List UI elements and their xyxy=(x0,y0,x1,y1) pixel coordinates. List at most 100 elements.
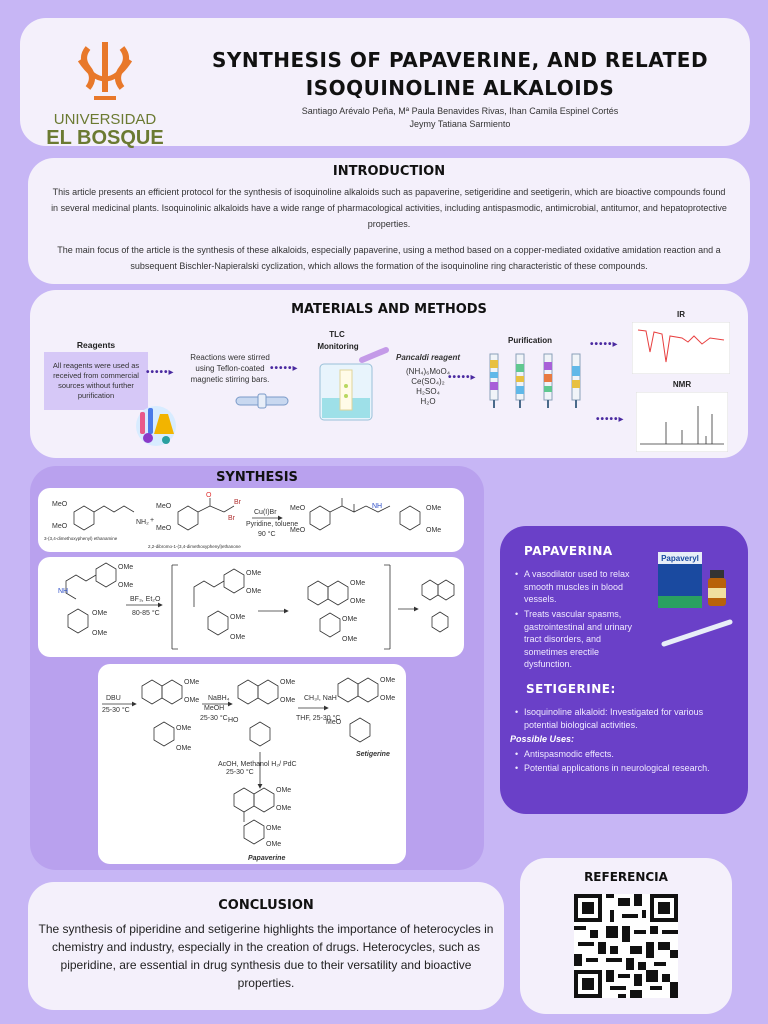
papaverina-bullet-1: A vasodilator used to relax smooth muscl… xyxy=(515,568,642,606)
product-box-label: Papaveryl xyxy=(661,554,699,563)
ome-label: OMe xyxy=(184,697,199,704)
br-label: Br xyxy=(234,499,242,506)
pancaldi-item-1: (NH₄)₆MoO₄ xyxy=(406,367,450,376)
introduction-title: INTRODUCTION xyxy=(332,164,446,179)
meo-label: MeO xyxy=(52,523,68,530)
ome-label: OMe xyxy=(266,825,281,832)
poster-title-line2: ISOQUINOLINE ALKALOIDS xyxy=(305,76,615,100)
scheme3-dbu: DBU xyxy=(106,695,121,702)
reactant2-name: 2,2-dibromo-1-(3,4-dimethoxyphenyl)ethan… xyxy=(148,544,241,549)
ome-label: OMe xyxy=(426,527,441,534)
intermediate-brackets xyxy=(171,564,391,650)
logo-text-line2: EL BOSQUE xyxy=(46,127,163,149)
materials-methods-card: MATERIALS AND METHODS Reagents All reage… xyxy=(30,290,748,458)
papaveryl-product-image: Papaveryl xyxy=(658,552,733,647)
stir-bar-icon xyxy=(235,393,289,409)
introduction-paragraph-2: The main focus of the article is the syn… xyxy=(57,245,721,271)
flow-arrow-2: •••••▸ xyxy=(270,363,299,374)
logo-text-line1: UNIVERSIDAD xyxy=(54,111,157,128)
intermediate-structure-1 xyxy=(193,568,245,636)
reactant1-name: 3-(3,4-dimethoxyphenyl) ethanamine xyxy=(44,536,118,541)
meo-label: MeO xyxy=(326,719,342,726)
reagents-box: All reagents were used as received from … xyxy=(44,352,148,410)
papaverina-card: PAPAVERINA A vasodilator used to relax s… xyxy=(500,526,748,814)
ketone-isoquinoline-structure xyxy=(141,679,183,747)
introduction-paragraph-1: This article presents an efficient proto… xyxy=(51,187,727,229)
qr-code-icon[interactable] xyxy=(574,894,678,998)
ome-label: OMe xyxy=(92,630,107,637)
product-ketoamide-structure xyxy=(309,498,421,531)
ome-label: OMe xyxy=(280,697,295,704)
reagents-label: Reagents xyxy=(76,340,116,350)
pancaldi-item-4: H₂O xyxy=(420,397,436,406)
scheme2-reagent-2: 80-85 °C xyxy=(132,609,160,617)
header-card: UNIVERSIDAD EL BOSQUE SYNTHESIS OF PAPAV… xyxy=(20,18,750,149)
flow-arrow-1: •••••▸ xyxy=(146,367,175,378)
scheme3-acoh: AcOH, Methanol H₂/ PdC xyxy=(218,761,297,768)
conclusion-card: CONCLUSION The synthesis of piperidine a… xyxy=(28,882,504,1010)
synthesis-scheme-3: DBU 25-30 °C OMe OMe OMe OMe NaBH₄ MeOH … xyxy=(98,664,406,864)
authors-line2: Jeymy Tatiana Sarmiento xyxy=(409,119,511,129)
synthesis-scheme-1: MeO MeO NH₂ 3-(3,4-dimethoxyphenyl) etha… xyxy=(38,488,464,552)
scheme1-reagent-2: Pyridine, toluene xyxy=(246,521,298,528)
authors-line1: Santiago Arévalo Peña, Mª Paula Benavide… xyxy=(301,106,619,116)
setigerine-use-2: Potential applications in neurological r… xyxy=(515,762,724,775)
meo-label: MeO xyxy=(156,503,172,510)
pancaldi-label: Pancaldi reagent xyxy=(395,353,461,362)
ome-label: OMe xyxy=(350,580,365,587)
scheme3-thf: THF, 25-30 °C xyxy=(296,714,340,722)
flow-arrow-3: •••••▸ xyxy=(448,372,477,383)
papaverine-label: Papaverine xyxy=(248,855,285,862)
tlc-beaker-icon xyxy=(319,347,389,421)
setigerine-structure xyxy=(337,677,379,743)
reactant-dibromoketone-structure xyxy=(177,498,235,531)
synthesis-scheme-2: OMe OMe OMe OMe NH BF₃, Et₂O 80-85 °C OM… xyxy=(38,557,464,657)
scheme2-reagent-1: BF₃, Et₂O xyxy=(130,596,161,603)
chromatography-columns-icon xyxy=(489,353,581,408)
ome-label: OMe xyxy=(230,634,245,641)
ir-label: IR xyxy=(677,310,685,319)
ome-label: OMe xyxy=(246,588,261,595)
br-label: Br xyxy=(228,515,236,522)
nmr-label: NMR xyxy=(672,380,692,389)
meo-label: MeO xyxy=(290,527,306,534)
ome-label: OMe xyxy=(230,614,245,621)
ho-label: HO xyxy=(228,717,239,724)
referencia-card: REFERENCIA xyxy=(520,858,732,1014)
reagents-text: All reagents were used as received from … xyxy=(52,361,140,400)
ome-label: OMe xyxy=(342,616,357,623)
ome-label: OMe xyxy=(380,677,395,684)
ome-label: OMe xyxy=(246,570,261,577)
introduction-card: INTRODUCTION This article presents an ef… xyxy=(28,158,750,284)
poster-title-line1: SYNTHESIS OF PAPAVERINE, AND RELATED xyxy=(211,48,709,72)
tlc-label-1: TLC xyxy=(329,330,345,339)
ome-label: OMe xyxy=(276,805,291,812)
pancaldi-item-2: Ce(SO₄)₂ xyxy=(411,377,445,386)
ome-label: OMe xyxy=(350,598,365,605)
flow-arrow-5: •••••▸ xyxy=(596,414,625,425)
intermediate-structure-2 xyxy=(307,580,349,638)
setigerine-title: SETIGERINE: xyxy=(526,682,616,696)
scheme3-nabh4: NaBH₄ xyxy=(208,695,230,702)
conclusion-text: The synthesis of piperidine and setigeri… xyxy=(38,922,494,990)
synthesis-title: SYNTHESIS xyxy=(216,470,298,485)
dihydroisoquinoline-structure xyxy=(421,579,455,633)
ir-spectrum-icon xyxy=(632,322,730,374)
scheme1-reagent-1: Cu(I)Br xyxy=(254,509,277,516)
oxygen-label: O xyxy=(206,492,212,499)
ome-label: OMe xyxy=(276,787,291,794)
nh-label: NH xyxy=(58,588,68,595)
ome-label: OMe xyxy=(280,679,295,686)
ketoamide-structure xyxy=(65,562,117,634)
ome-label: OMe xyxy=(266,841,281,848)
possible-uses-label: Possible Uses: xyxy=(510,734,575,744)
meo-label: MeO xyxy=(52,501,68,508)
lab-glassware-icon xyxy=(136,406,176,446)
papaverine-structure xyxy=(233,787,275,845)
scheme3-meoh: MeOH xyxy=(204,705,224,712)
logo-emblem-icon xyxy=(77,42,133,100)
stirring-text: Reactions were stirred using Teflon-coat… xyxy=(190,353,270,384)
referencia-title: REFERENCIA xyxy=(584,870,668,884)
alcohol-isoquinoline-structure xyxy=(237,679,279,747)
meo-label: MeO xyxy=(290,505,306,512)
